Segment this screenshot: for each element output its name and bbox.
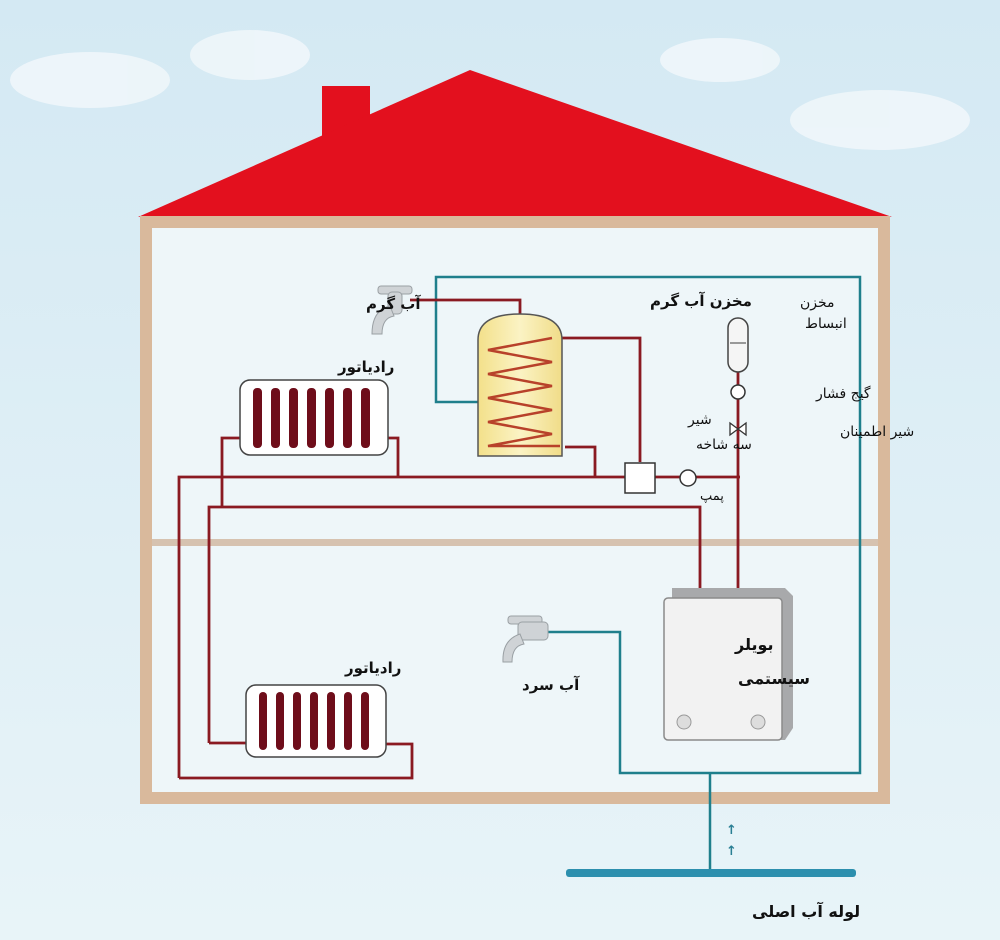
flow-arrow-icon: ↑ (726, 844, 737, 859)
expansion-tank (727, 317, 749, 373)
three-way-valve (624, 462, 656, 494)
three-way-valve-label-2: سه شاخه (696, 437, 752, 453)
system-boiler (663, 588, 793, 741)
boiler-label-2: سیستمی (738, 669, 810, 688)
main-water-pipe (566, 869, 856, 877)
main-water-pipe-label: لوله آب اصلی (752, 901, 860, 921)
hot-water-tank-label: مخزن آب گرم (650, 292, 752, 310)
radiator-lower-label: رادیاتور (344, 659, 401, 677)
pressure-gauge-icon (730, 384, 746, 400)
floor-divider (152, 539, 878, 546)
expansion-tank-label-1: مخزن (800, 295, 835, 311)
heating-pipes (177, 298, 740, 780)
cold-water-tap-icon (502, 615, 549, 663)
clouds (10, 30, 970, 150)
flow-arrow-icon: ↑ (726, 823, 737, 838)
pump-label: پمپ (700, 489, 724, 504)
pressure-gauge-label: گیج فشار (815, 385, 871, 402)
radiator-lower (245, 684, 387, 758)
safety-valve-icon (729, 421, 740, 437)
roof (138, 70, 892, 217)
pump-icon (679, 469, 697, 487)
expansion-tank-label-2: انبساط (805, 316, 847, 332)
radiator-upper (239, 379, 389, 456)
heating-coil (487, 336, 560, 448)
cold-water-tap-label: آب سرد (522, 676, 580, 694)
hot-water-tap-label: آب گرم (366, 295, 421, 313)
hot-water-tank (477, 313, 563, 457)
safety-valve-label: شیر اطمینان (840, 424, 914, 440)
three-way-valve-label-1: شیر (687, 412, 712, 428)
boiler-label-1: بویلر (734, 635, 774, 654)
cold-water-pipes (434, 275, 862, 873)
radiator-upper-label: رادیاتور (337, 358, 394, 376)
hot-water-tap-icon (371, 285, 413, 335)
